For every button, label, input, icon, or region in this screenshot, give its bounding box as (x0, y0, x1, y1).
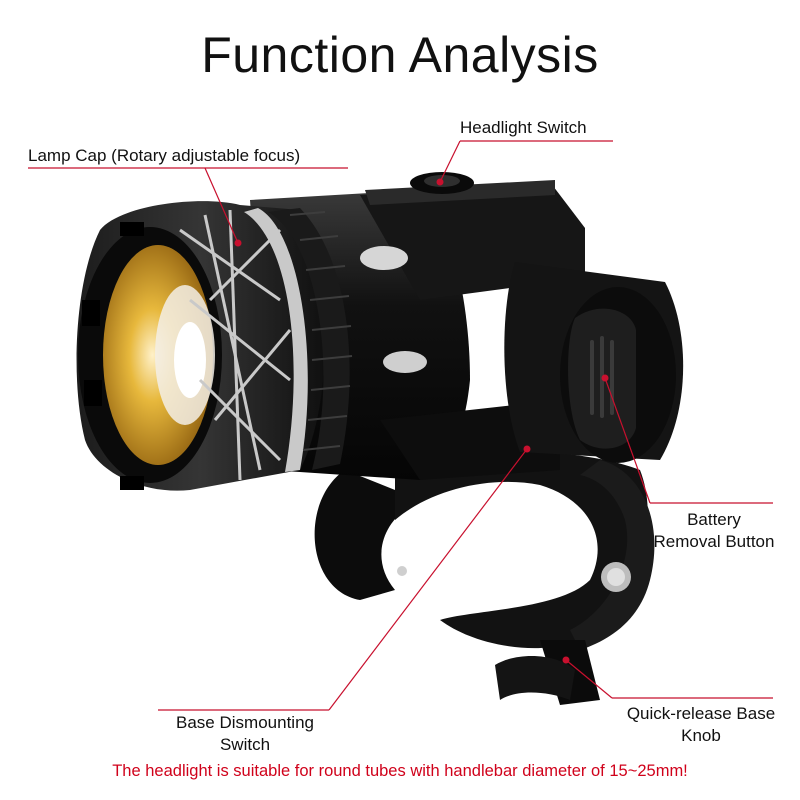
lamp-cap (76, 201, 353, 491)
handlebar-clamp (314, 451, 655, 650)
footnote: The headlight is suitable for round tube… (112, 762, 688, 780)
page-title: Function Analysis (201, 27, 599, 83)
battery-pointer (604, 377, 651, 504)
headlight-switch-pointer (439, 140, 461, 183)
battery-label-line2: Removal Button (653, 532, 775, 551)
base-switch-pointer (328, 448, 528, 711)
knob-pointer (565, 659, 613, 699)
knob-label-line1: Quick-release Base (626, 704, 776, 723)
battery-removal-label: Battery Removal Button (640, 509, 788, 553)
knob-label-line2: Knob (681, 726, 721, 745)
leader-lines (28, 140, 773, 711)
headlight-switch-label: Headlight Switch (460, 118, 587, 137)
quick-release-knob-label: Quick-release Base Knob (608, 703, 794, 747)
quick-release-knob (495, 640, 600, 705)
lamp-cap-label: Lamp Cap (Rotary adjustable focus) (28, 146, 301, 165)
base-dismounting-label: Base Dismounting Switch (160, 712, 330, 756)
leader-dots (234, 178, 609, 664)
base-switch-label-line2: Switch (219, 735, 271, 754)
battery-label-line1: Battery (687, 510, 741, 529)
base-switch-label-line1: Base Dismounting (176, 713, 314, 732)
battery-pack (504, 262, 684, 463)
lamp-cap-pointer (204, 167, 239, 244)
